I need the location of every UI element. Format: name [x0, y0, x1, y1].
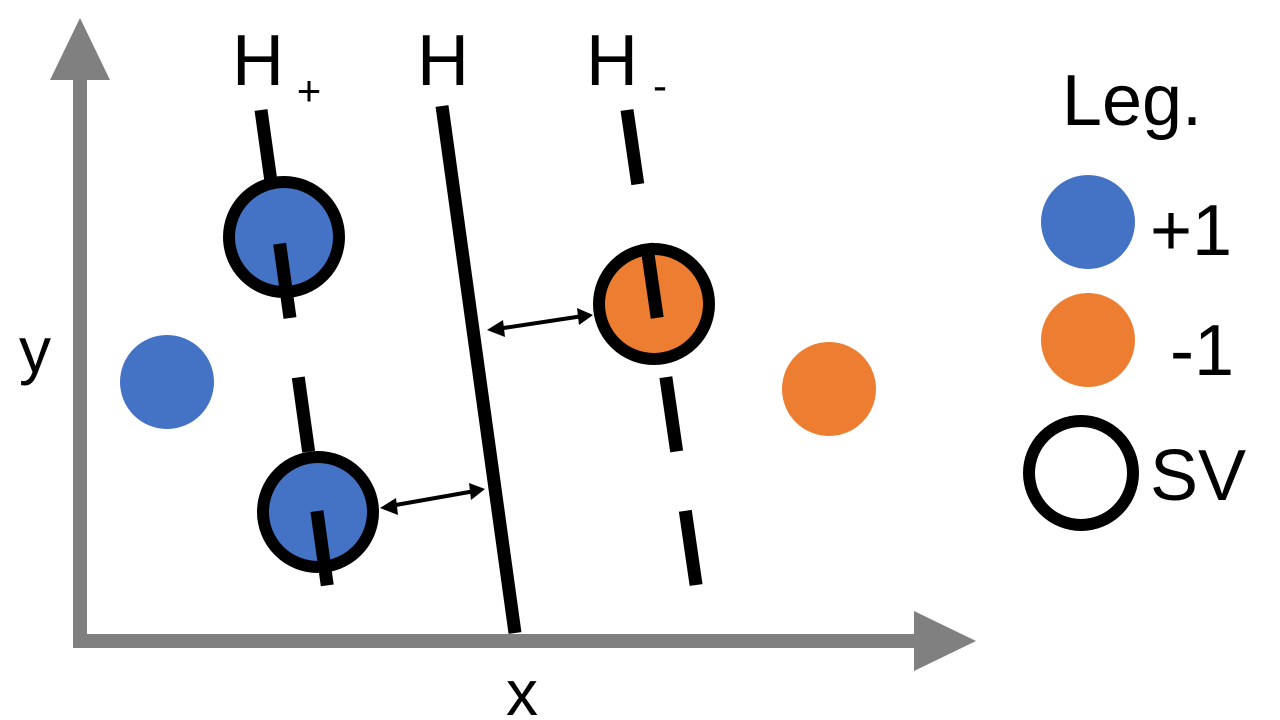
- y-axis-label: y: [19, 314, 51, 386]
- margin-arrow-positive-head-right: [469, 483, 485, 500]
- margin-arrows: [380, 308, 593, 515]
- legend-positive-swatch: [1041, 175, 1135, 269]
- hyperplane-h-plus: [254, 109, 337, 606]
- y-axis-arrowhead: [50, 18, 110, 80]
- margin-arrow-negative-head-right: [577, 308, 593, 325]
- h-plus-label-base: H: [232, 21, 284, 101]
- h-minus-subscript: -: [653, 62, 667, 109]
- point-positive-left: [120, 335, 214, 429]
- legend-title: Leg.: [1062, 61, 1202, 141]
- margin-arrow-positive-head-left: [380, 498, 398, 515]
- margin-arrow-positive-side: [389, 489, 476, 508]
- h-plus-label: H: [232, 21, 284, 101]
- margin-arrow-negative-side: [496, 314, 584, 331]
- x-axis-arrowhead: [914, 611, 976, 671]
- legend-negative-swatch: [1041, 293, 1135, 387]
- h-plus-subscript: +: [297, 67, 322, 114]
- data-points: [120, 176, 876, 573]
- legend: Leg. +1 -1 SV: [1023, 61, 1246, 531]
- hyperplane-h-minus: [620, 109, 706, 606]
- legend-positive-label: +1: [1150, 191, 1232, 271]
- point-negative-right: [782, 342, 876, 436]
- margin-arrow-negative-head-left: [487, 320, 505, 337]
- h-label: H: [417, 21, 469, 101]
- legend-sv-label: SV: [1150, 436, 1246, 516]
- hyperplane-h: [435, 105, 522, 634]
- legend-negative-label: -1: [1170, 311, 1234, 391]
- legend-sv-marker: [1023, 415, 1139, 531]
- h-minus-label: H: [586, 21, 638, 101]
- axes: [50, 18, 976, 671]
- x-axis-label: x: [506, 657, 538, 720]
